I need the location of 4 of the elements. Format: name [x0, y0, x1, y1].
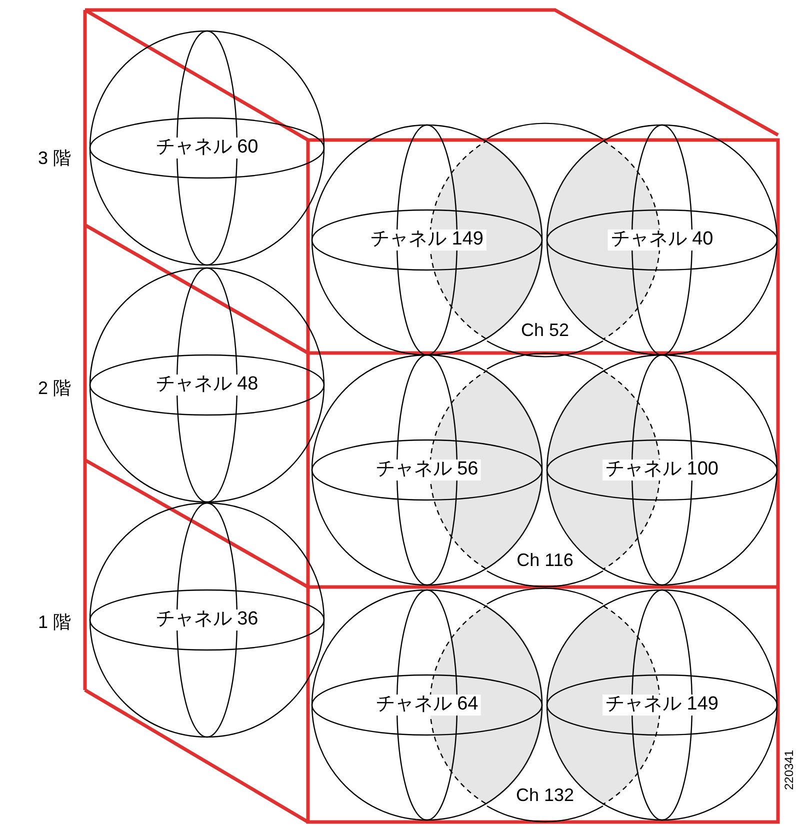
- floor-label: 1 階: [38, 611, 72, 634]
- floor-label: 2 階: [38, 377, 72, 400]
- figure-number: 220341: [782, 750, 796, 790]
- floor-label: 3 階: [38, 147, 72, 170]
